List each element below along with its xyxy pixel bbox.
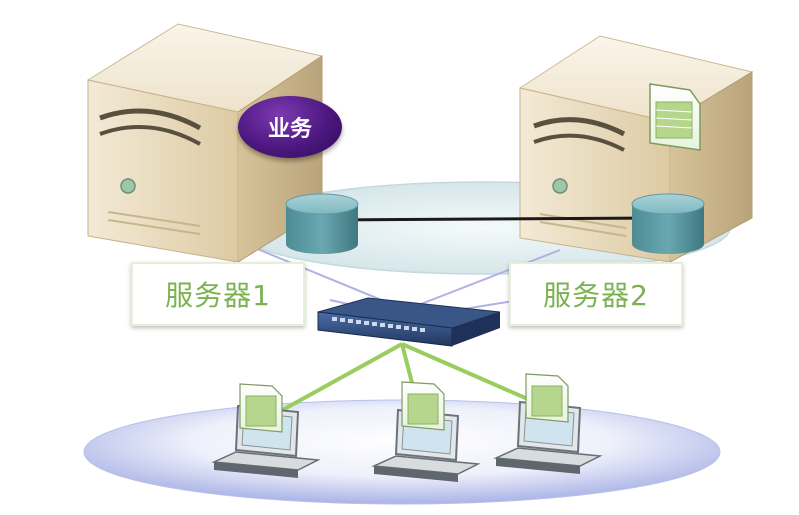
- client-computer-1-icon: [211, 383, 321, 478]
- storage-disk-2-icon: [631, 193, 705, 254]
- document-icon: [649, 83, 701, 151]
- business-badge: 业务: [238, 96, 342, 158]
- network-switch-icon: [317, 297, 501, 347]
- client-computer-2-icon: [371, 381, 481, 482]
- server-2-label: 服务器2: [509, 262, 683, 326]
- storage-disk-1-icon: [285, 193, 359, 254]
- server-1-label: 服务器1: [131, 262, 305, 326]
- client-computer-3-icon: [493, 373, 603, 474]
- heartbeat-line: [325, 216, 669, 222]
